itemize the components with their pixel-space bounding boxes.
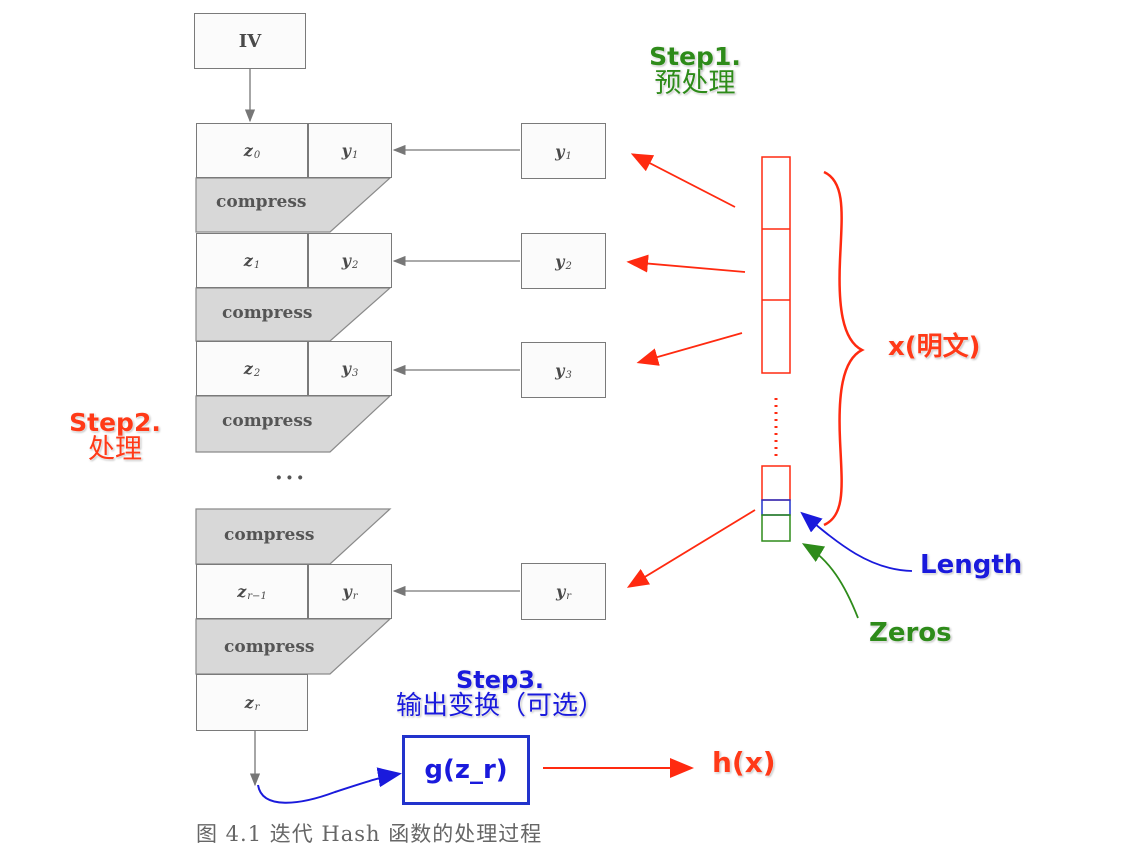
step2-subtitle: 处理 xyxy=(88,434,142,466)
z-subscript: r xyxy=(254,702,260,713)
compress-label: compress xyxy=(222,303,313,323)
g-output-box: g(z_r) xyxy=(402,735,530,805)
step1-label: Step1. 预处理 xyxy=(640,42,750,100)
step3-subtitle: 输出变换（可选） xyxy=(395,691,604,722)
iv-label: IV xyxy=(238,30,262,52)
step3-title: Step3. xyxy=(455,666,545,694)
z-subscript: r−1 xyxy=(247,591,267,602)
y-subscript: r xyxy=(566,591,572,602)
compress-label: compress xyxy=(222,411,313,431)
y-subscript: 2 xyxy=(351,260,359,271)
compress-label: compress xyxy=(224,637,315,657)
ellipsis: ··· xyxy=(275,465,307,491)
compress-label: compress xyxy=(216,192,307,212)
hash-output-label: h(x) xyxy=(712,746,776,779)
z-label: z xyxy=(237,582,247,601)
step1-subtitle: 预处理 xyxy=(654,68,736,100)
g-label: g(z_r) xyxy=(424,755,508,785)
y-label: y xyxy=(555,360,565,380)
step1-title: Step1. xyxy=(649,42,741,71)
compress-shape xyxy=(195,395,392,453)
plaintext-label: x(明文) xyxy=(888,332,981,362)
y-subscript: 2 xyxy=(565,260,572,272)
y-subscript: 1 xyxy=(351,150,359,161)
y-label: y xyxy=(555,251,565,271)
compress-label: compress xyxy=(224,525,315,545)
z-subscript: 1 xyxy=(253,260,261,271)
y-label: y xyxy=(341,141,351,160)
step3-label: Step3. 输出变换（可选） xyxy=(360,666,640,722)
y-subscript: 3 xyxy=(565,369,572,381)
y-label: y xyxy=(341,251,351,270)
zeros-label: Zeros xyxy=(869,618,952,648)
iv-box: IV xyxy=(194,13,306,69)
z-label: z xyxy=(243,141,253,160)
y-subscript: 1 xyxy=(565,150,572,162)
y-subscript: 3 xyxy=(351,368,359,379)
step2-title: Step2. xyxy=(69,408,161,437)
compress-shape xyxy=(195,177,392,233)
length-label: Length xyxy=(920,550,1023,580)
y-label: y xyxy=(342,582,352,601)
y-label: y xyxy=(555,582,566,601)
z-subscript: 0 xyxy=(253,150,261,161)
y-label: y xyxy=(555,141,565,161)
y-subscript: r xyxy=(352,591,358,602)
z-subscript: 2 xyxy=(253,368,261,379)
figure-caption: 图 4.1 迭代 Hash 函数的处理过程 xyxy=(196,822,543,846)
step2-label: Step2. 处理 xyxy=(60,408,170,466)
z-label: z xyxy=(243,359,253,378)
z-label: z xyxy=(243,251,253,270)
z-label: z xyxy=(244,693,254,712)
y-label: y xyxy=(341,359,351,378)
compress-shape xyxy=(195,618,392,675)
